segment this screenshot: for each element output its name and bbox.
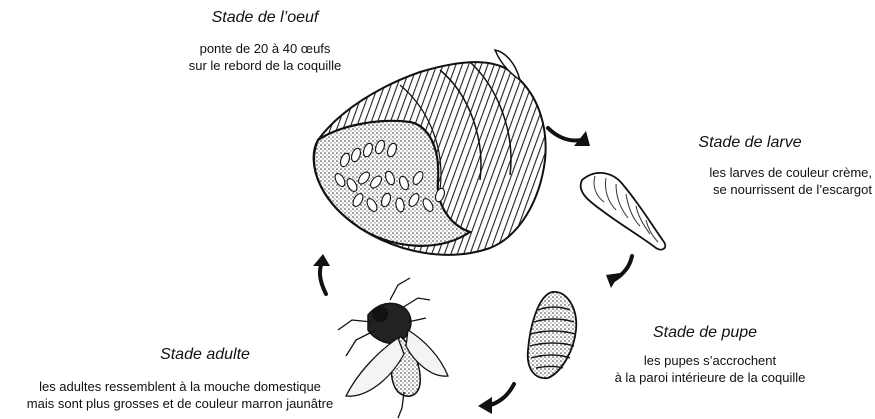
arrowhead-pupa-to-adult xyxy=(478,397,492,414)
snail-shell-illustration xyxy=(312,48,547,256)
larva-stage-desc-line-2: se nourrissent de l’escargot xyxy=(713,182,872,197)
egg-stage-desc-line-2: sur le rebord de la coquille xyxy=(188,58,342,73)
pupa-stage-description: les pupes s’accrochent à la paroi intéri… xyxy=(580,352,840,386)
pupa-stage-title: Stade de pupe xyxy=(652,324,758,341)
egg-stage-desc-line-1: ponte de 20 à 40 œufs xyxy=(199,41,331,56)
adult-stage-desc-line-1: les adultes ressemblent à la mouche dome… xyxy=(39,379,321,394)
arrowhead-adult-to-egg xyxy=(313,254,330,266)
arrowhead-egg-to-larva xyxy=(574,131,590,146)
arrow-adult-to-egg xyxy=(317,260,328,296)
pupa-stage-desc-line-1: les pupes s’accrochent xyxy=(643,353,777,368)
egg-cluster xyxy=(334,139,446,213)
larva-stage-title: Stade de larve xyxy=(698,134,802,151)
arrowhead-larva-to-pupa xyxy=(606,273,620,288)
larva-stage-desc-line-1: les larves de couleur crème, xyxy=(709,165,872,180)
pupa-stage-desc-line-2: à la paroi intérieure de la coquille xyxy=(614,370,806,385)
adult-fly-illustration xyxy=(337,277,449,419)
adult-stage-title: Stade adulte xyxy=(160,346,250,363)
larva-stage-description: les larves de couleur crème, se nourriss… xyxy=(660,164,872,198)
egg-stage-description: ponte de 20 à 40 œufs sur le rebord de l… xyxy=(135,40,395,74)
arrow-egg-to-larva xyxy=(546,126,584,143)
adult-stage-desc-line-2: mais sont plus grosses et de couleur mar… xyxy=(26,396,334,411)
adult-stage-description: les adultes ressemblent à la mouche dome… xyxy=(0,378,360,412)
arrow-heads xyxy=(313,131,620,414)
larva-illustration xyxy=(579,172,667,251)
pupa-illustration xyxy=(526,291,578,380)
egg-stage-title: Stade de l’oeuf xyxy=(211,9,319,26)
